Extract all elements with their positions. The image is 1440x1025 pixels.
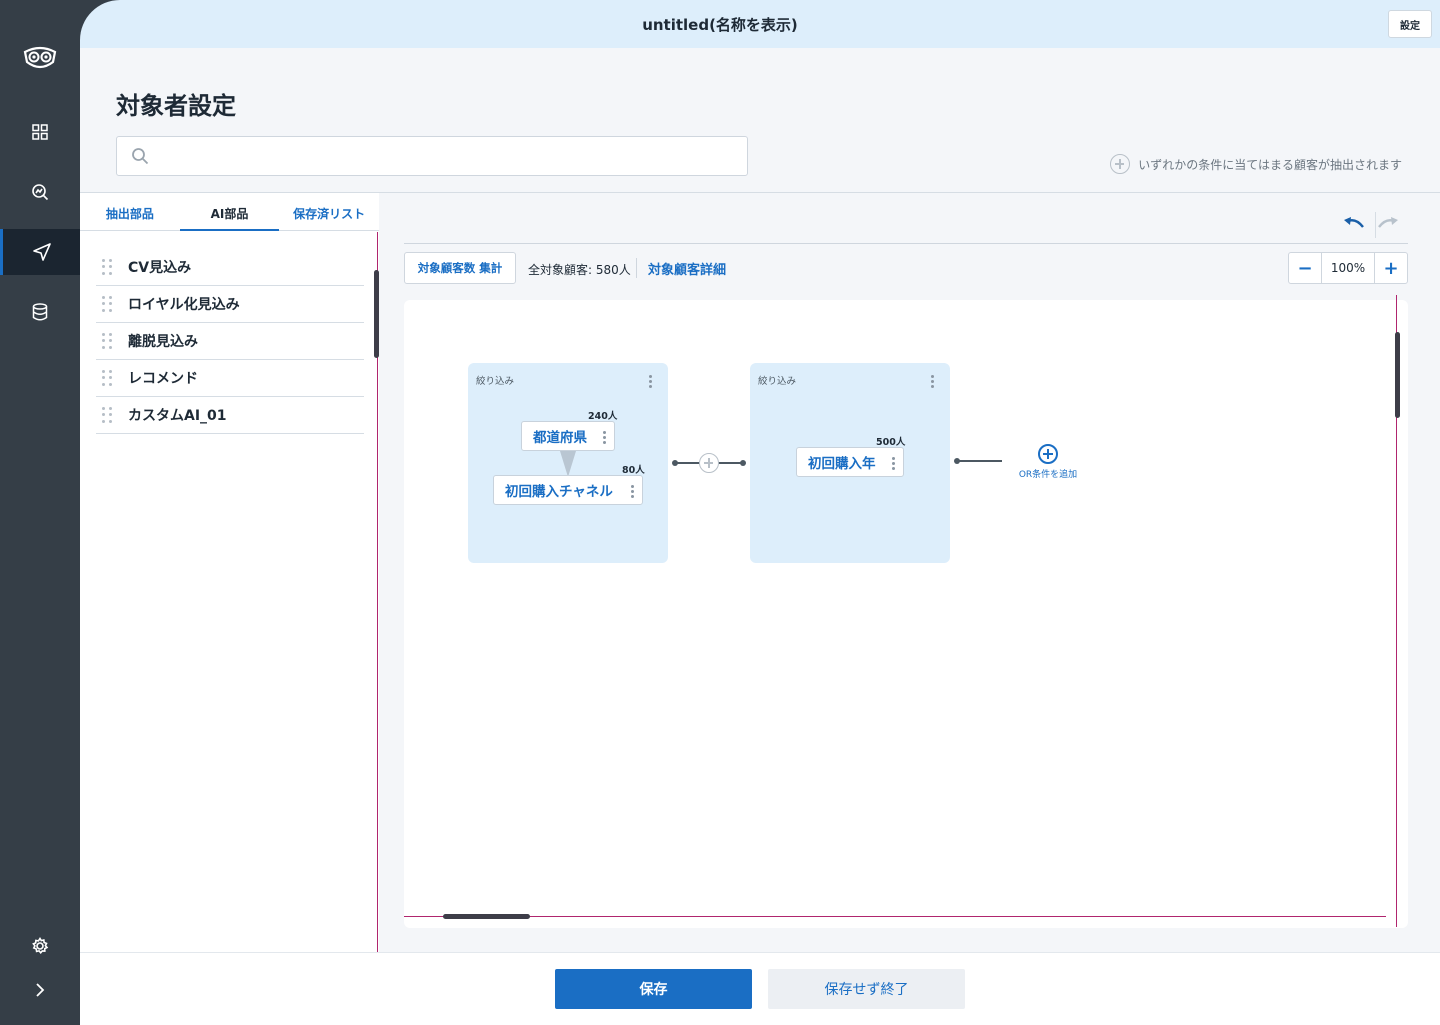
connector-dot bbox=[672, 460, 678, 466]
parts-panel: 抽出部品 AI部品 保存済リスト CV見込み ロイヤル化見込み 離脱見込み レコ… bbox=[80, 193, 380, 953]
tab-saved-lists[interactable]: 保存済リスト bbox=[279, 193, 380, 231]
canvas-horizontal-guide bbox=[404, 916, 1386, 917]
toolbar-divider bbox=[636, 258, 637, 278]
tab-extract-parts[interactable]: 抽出部品 bbox=[80, 193, 180, 231]
plus-circle-icon bbox=[1038, 444, 1058, 464]
owl-logo-icon[interactable] bbox=[20, 40, 60, 76]
settings-button[interactable]: 設定 bbox=[1388, 10, 1432, 38]
list-item-label: CV見込み bbox=[128, 260, 192, 276]
zoom-control: − 100% + bbox=[1288, 252, 1408, 284]
hint-text: いずれかの条件に当てはまる顧客が抽出されます bbox=[1138, 157, 1402, 172]
chevron-right-icon bbox=[35, 983, 45, 997]
add-or-condition-button[interactable]: OR条件を追加 bbox=[1008, 444, 1088, 480]
canvas-horizontal-scrollbar[interactable] bbox=[443, 914, 530, 919]
condition-node[interactable]: 都道府県 bbox=[521, 421, 615, 451]
history-toolbar bbox=[404, 210, 1408, 244]
tab-ai-parts[interactable]: AI部品 bbox=[179, 193, 280, 231]
node-count: 240人 bbox=[588, 411, 618, 422]
drag-handle-icon[interactable] bbox=[102, 259, 112, 275]
list-item-label: カスタムAI_01 bbox=[128, 408, 227, 424]
header-bar bbox=[80, 0, 1440, 48]
drag-handle-icon[interactable] bbox=[102, 296, 112, 312]
search-icon bbox=[131, 147, 149, 169]
aggregate-count-button[interactable]: 対象顧客数 集計 bbox=[404, 252, 516, 284]
node-label: 都道府県 bbox=[533, 430, 587, 446]
list-item[interactable]: CV見込み bbox=[96, 249, 364, 286]
group-label: 絞り込み bbox=[476, 376, 515, 387]
parts-tabs: 抽出部品 AI部品 保存済リスト bbox=[80, 193, 380, 231]
panel-scrollbar[interactable] bbox=[374, 270, 379, 358]
list-item[interactable]: カスタムAI_01 bbox=[96, 397, 364, 434]
undo-icon bbox=[1343, 216, 1365, 235]
funnel-connector-icon bbox=[560, 451, 576, 477]
connector-dot bbox=[740, 460, 746, 466]
list-item[interactable]: 離脱見込み bbox=[96, 323, 364, 360]
dashboard-icon bbox=[32, 124, 48, 140]
zoom-level[interactable]: 100% bbox=[1321, 253, 1375, 283]
list-item[interactable]: ロイヤル化見込み bbox=[96, 286, 364, 323]
zoom-out-button[interactable]: − bbox=[1297, 257, 1313, 279]
canvas-vertical-guide bbox=[1396, 295, 1397, 927]
drag-handle-icon[interactable] bbox=[102, 370, 112, 386]
node-label: 初回購入チャネル bbox=[505, 484, 613, 500]
group-label: 絞り込み bbox=[758, 376, 797, 387]
history-divider bbox=[1375, 212, 1376, 238]
kebab-menu-icon[interactable] bbox=[631, 485, 634, 498]
parts-list: CV見込み ロイヤル化見込み 離脱見込み レコメンド カスタムAI_01 bbox=[96, 249, 364, 434]
zoom-in-button[interactable]: + bbox=[1383, 257, 1399, 279]
kebab-menu-icon[interactable] bbox=[649, 375, 652, 388]
sidebar-item-analysis[interactable] bbox=[0, 169, 80, 215]
sidebar-settings[interactable] bbox=[0, 923, 80, 969]
footer-bar bbox=[80, 952, 1440, 1025]
node-count: 80人 bbox=[622, 465, 645, 476]
sidebar-item-send[interactable] bbox=[0, 229, 80, 275]
kebab-menu-icon[interactable] bbox=[892, 457, 895, 470]
condition-node[interactable]: 初回購入チャネル bbox=[493, 475, 643, 505]
gear-icon bbox=[31, 937, 49, 955]
database-icon bbox=[32, 303, 48, 321]
sidebar-expand[interactable] bbox=[0, 967, 80, 1013]
list-item-label: レコメンド bbox=[128, 371, 198, 387]
node-label: 初回購入年 bbox=[808, 456, 876, 472]
document-title[interactable]: untitled(名称を表示) bbox=[642, 16, 798, 34]
kebab-menu-icon[interactable] bbox=[603, 431, 606, 444]
add-and-condition-icon[interactable] bbox=[699, 453, 719, 473]
panel-border bbox=[377, 232, 378, 952]
node-count: 500人 bbox=[876, 437, 906, 448]
condition-node[interactable]: 初回購入年 bbox=[796, 447, 904, 477]
redo-button[interactable] bbox=[1374, 212, 1402, 238]
redo-icon bbox=[1377, 216, 1399, 235]
undo-button[interactable] bbox=[1340, 212, 1368, 238]
canvas-vertical-scrollbar[interactable] bbox=[1395, 332, 1400, 418]
customer-detail-link[interactable]: 対象顧客詳細 bbox=[648, 263, 727, 278]
page-title: 対象者設定 bbox=[116, 92, 236, 120]
list-item[interactable]: レコメンド bbox=[96, 360, 364, 397]
condition-hint: いずれかの条件に当てはまる顧客が抽出されます bbox=[1110, 154, 1402, 174]
search-input[interactable] bbox=[161, 145, 731, 167]
save-button[interactable]: 保存 bbox=[555, 969, 752, 1009]
sidebar-item-dashboard[interactable] bbox=[0, 109, 80, 155]
drag-handle-icon[interactable] bbox=[102, 407, 112, 423]
or-connector-line bbox=[957, 460, 1002, 462]
kebab-menu-icon[interactable] bbox=[931, 375, 934, 388]
list-item-label: ロイヤル化見込み bbox=[128, 297, 240, 313]
send-icon bbox=[32, 243, 51, 261]
list-item-label: 離脱見込み bbox=[128, 334, 198, 350]
section-divider bbox=[80, 192, 1440, 193]
analysis-icon bbox=[31, 183, 49, 201]
drag-handle-icon[interactable] bbox=[102, 333, 112, 349]
total-customers: 全対象顧客: 580人 bbox=[528, 263, 631, 277]
sidebar bbox=[0, 0, 80, 1025]
or-add-label: OR条件を追加 bbox=[1018, 470, 1078, 480]
search-box bbox=[116, 136, 748, 176]
circle-plus-icon bbox=[1110, 154, 1131, 174]
sidebar-item-database[interactable] bbox=[0, 289, 80, 335]
exit-without-saving-button[interactable]: 保存せず終了 bbox=[768, 969, 965, 1009]
